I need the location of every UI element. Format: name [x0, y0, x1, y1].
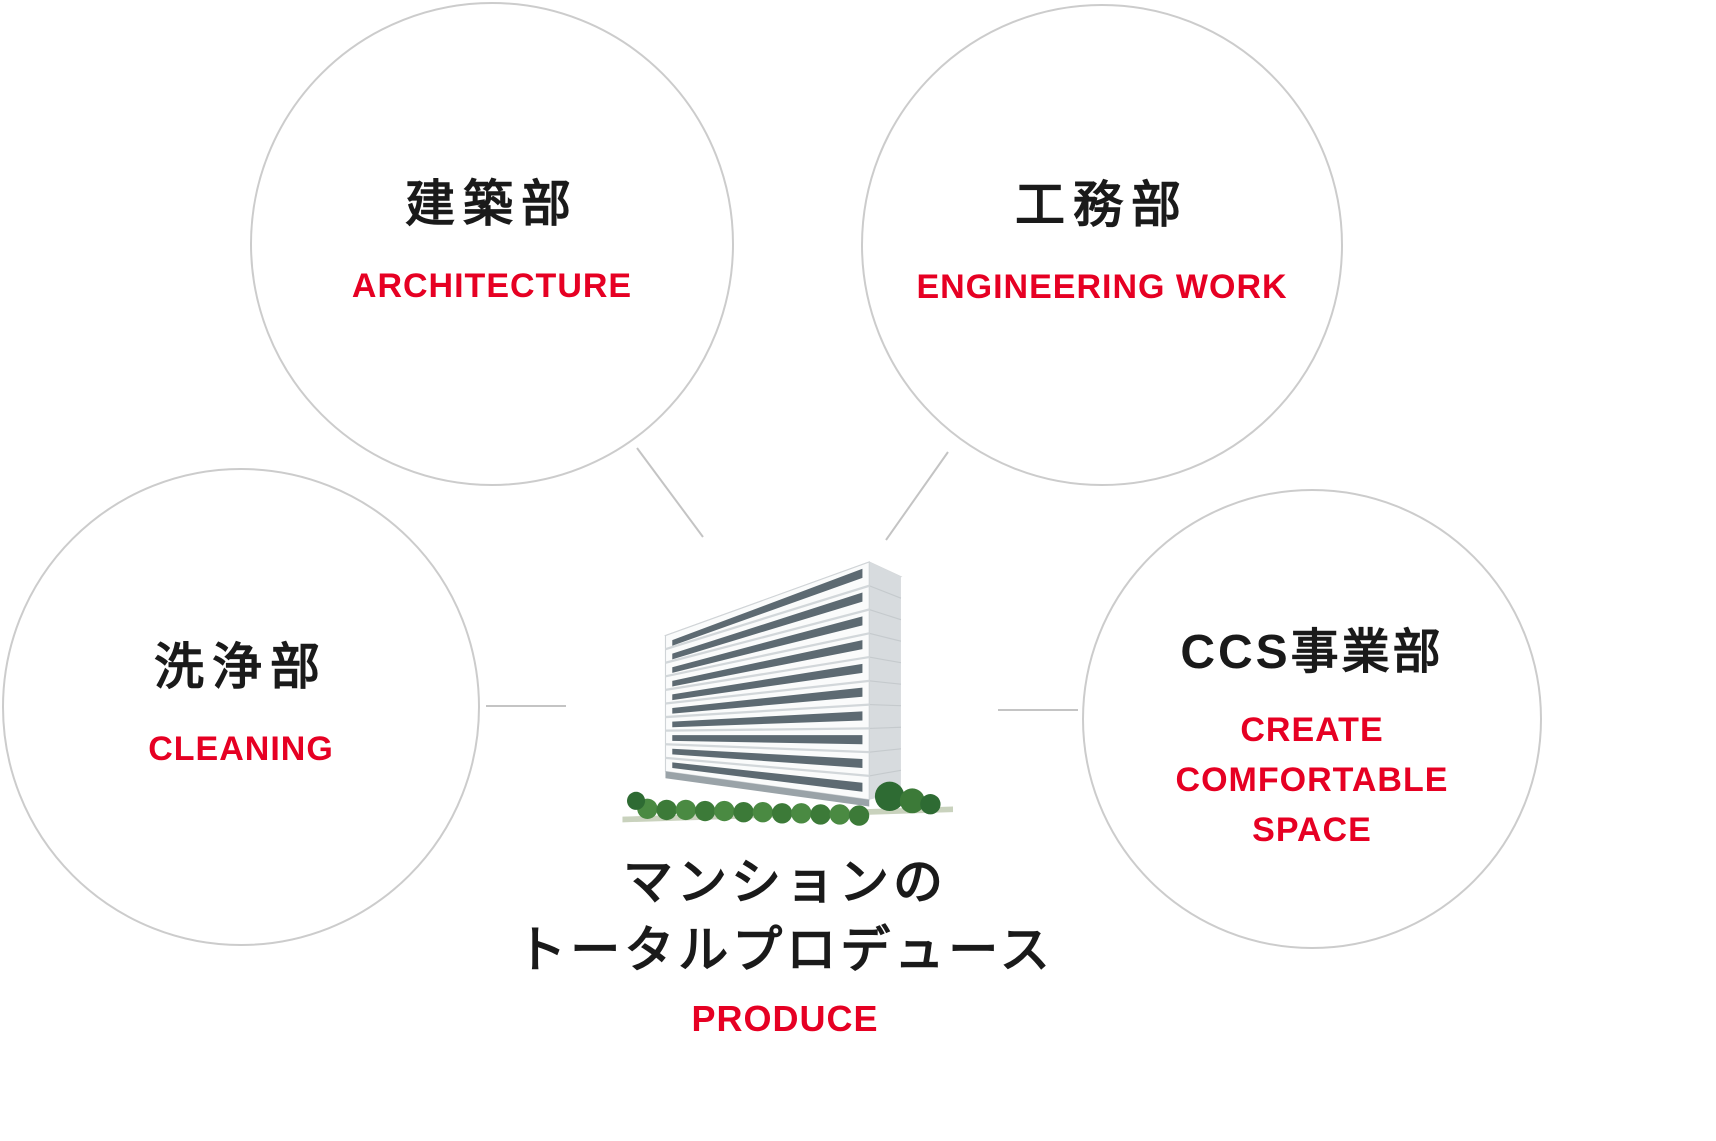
- apartment-building-icon: [622, 561, 954, 826]
- tree-cluster: [626, 781, 941, 815]
- hedge-row: [637, 798, 870, 826]
- building-illustration: [620, 545, 960, 833]
- circle-ccs: CCS事業部 CREATE COMFORTABLE SPACE: [1082, 489, 1542, 949]
- circle-ccs-subtitle-line1: CREATE: [1240, 711, 1384, 750]
- circle-architecture-subtitle: ARCHITECTURE: [351, 266, 633, 305]
- circle-engineering: 工務部 ENGINEERING WORK: [861, 4, 1343, 486]
- circle-ccs-title: CCS事業部: [1180, 625, 1444, 679]
- circle-ccs-subtitle-line2: COMFORTABLE: [1175, 761, 1449, 800]
- circle-cleaning: 洗浄部 CLEANING: [2, 468, 480, 946]
- circle-architecture: 建築部 ARCHITECTURE: [250, 2, 734, 486]
- circle-engineering-subtitle: ENGINEERING WORK: [916, 267, 1288, 306]
- circle-cleaning-subtitle: CLEANING: [148, 729, 334, 768]
- circle-cleaning-title: 洗浄部: [154, 638, 328, 695]
- circle-ccs-subtitle-line3: SPACE: [1252, 811, 1372, 850]
- center-title-line1: マンションの: [623, 854, 947, 910]
- circle-engineering-title: 工務部: [1015, 176, 1189, 233]
- center-title-line2: トータルプロデュース: [516, 922, 1054, 978]
- center-label: マンションの トータルプロデュース PRODUCE: [375, 848, 1195, 1040]
- circle-architecture-title: 建築部: [405, 175, 579, 232]
- circle-ccs-subtitle: CREATE COMFORTABLE SPACE: [1176, 705, 1449, 855]
- center-subtitle: PRODUCE: [691, 998, 879, 1039]
